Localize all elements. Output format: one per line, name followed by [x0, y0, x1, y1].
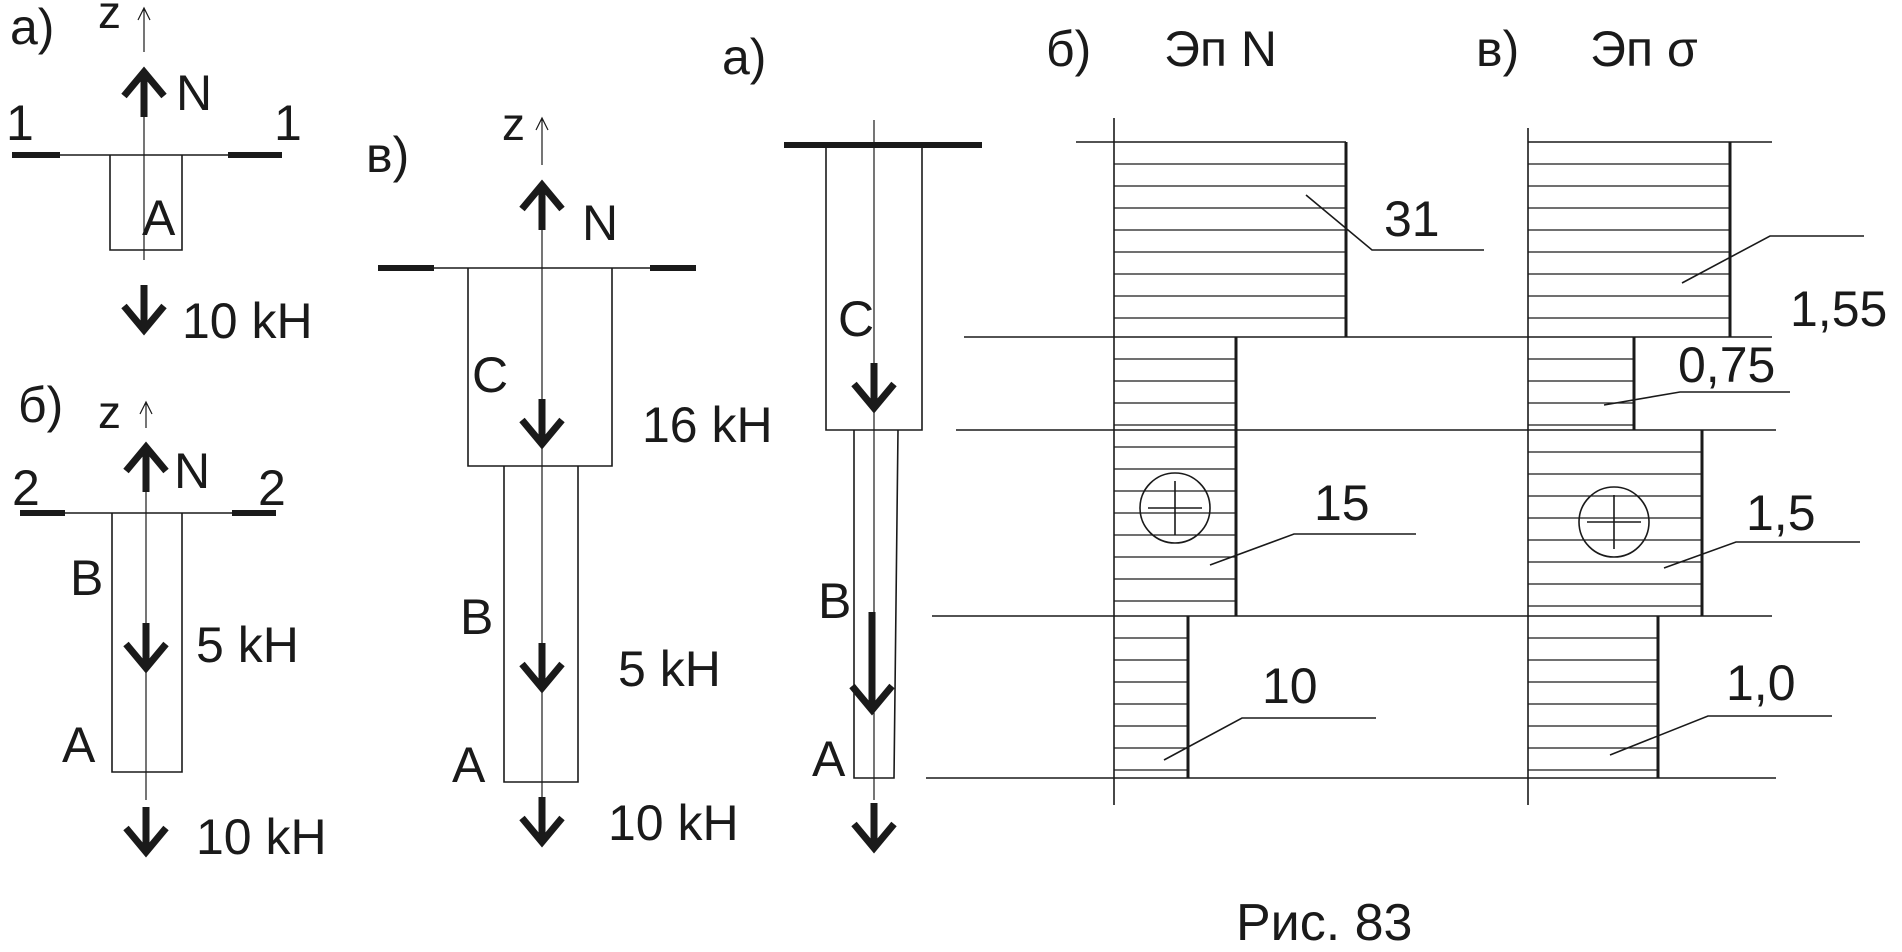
epure-sigma-leader-3 — [1663, 541, 1860, 569]
scheme-a-load-arrow — [124, 285, 164, 330]
epure-sigma-plus-cross — [1587, 495, 1641, 549]
scheme-v-z-axis — [535, 116, 549, 165]
epure-n-hatching — [1114, 163, 1346, 771]
scheme-b-load-mid-arrow — [126, 623, 166, 668]
scheme-a-z-axis — [137, 6, 151, 52]
epure-sigma-leader-1 — [1681, 235, 1864, 284]
scheme-a-rod — [109, 155, 183, 251]
scheme-b: б) z N 2 2 B 5 kH A 10 kH — [12, 377, 327, 865]
epure-n-tag: б) — [1046, 21, 1091, 77]
scheme-b-load-bottom: 10 kH — [196, 809, 327, 865]
bar-point-c: C — [838, 291, 874, 347]
scheme-v-tag: в) — [366, 127, 409, 183]
epure-n-leader-2 — [1209, 533, 1416, 566]
scheme-a-tag: а) — [10, 0, 54, 55]
epure-sigma-leader-2 — [1603, 391, 1790, 406]
epure-sigma-tag: в) — [1476, 21, 1519, 77]
scheme-v-force-label: N — [582, 195, 618, 251]
scheme-b-rod — [111, 513, 183, 773]
scheme-v-load-a-arrow — [522, 797, 562, 842]
scheme-a-axis-label: z — [98, 0, 121, 38]
scheme-b-load-mid: 5 kH — [196, 617, 299, 673]
epure-n-leader-3 — [1163, 717, 1376, 761]
scheme-v-load-c: 16 kH — [642, 397, 773, 453]
bar-load-b-arrow — [849, 612, 895, 716]
bar-point-a: A — [812, 731, 846, 787]
scheme-a-section-left: 1 — [6, 95, 34, 151]
figure-caption: Рис. 83 — [1236, 894, 1412, 947]
scheme-v-axis-label: z — [502, 98, 525, 150]
epure-sigma-plus-icon — [1578, 486, 1650, 558]
epure-n-leader-1 — [1305, 194, 1484, 251]
scheme-v-upper-rod — [467, 268, 613, 467]
epure-sigma-value-3: 1,5 — [1746, 485, 1816, 541]
scheme-a-load: 10 kH — [182, 293, 313, 349]
scheme-v-load-b: 5 kH — [618, 641, 721, 697]
scheme-a: а) z N 1 1 A 10 kH — [6, 0, 313, 349]
epure-sigma: в) Эп σ 1,55 0,75 1,5 1,0 — [1476, 21, 1887, 805]
scheme-v-point-c: C — [472, 347, 508, 403]
scheme-a-section-right: 1 — [274, 95, 302, 151]
bar-tag: а) — [722, 29, 766, 85]
scheme-v-load-c-arrow — [522, 399, 562, 444]
scheme-b-tag: б) — [18, 377, 63, 433]
epure-sigma-leader-4 — [1609, 715, 1832, 756]
scheme-v-load-a: 10 kH — [608, 795, 739, 851]
epure-n-value-2: 15 — [1314, 475, 1370, 531]
epure-sigma-title: Эп σ — [1590, 21, 1698, 77]
scheme-a-point: A — [142, 190, 176, 246]
epure-n: б) Эп N 31 15 10 — [926, 21, 1776, 805]
epure-n-value-3: 10 — [1262, 658, 1318, 714]
epure-sigma-value-2: 0,75 — [1678, 337, 1775, 393]
scheme-b-point-bottom: A — [62, 717, 96, 773]
scheme-b-force-label: N — [174, 443, 210, 499]
epure-n-value-1: 31 — [1384, 191, 1440, 247]
scheme-b-axis-label: z — [98, 386, 121, 438]
scheme-v-load-b-arrow — [522, 643, 562, 688]
scheme-v-point-b: B — [460, 589, 493, 645]
scheme-b-z-axis — [139, 400, 153, 428]
epure-n-title: Эп N — [1164, 21, 1277, 77]
epure-sigma-value-1: 1,55 — [1790, 281, 1887, 337]
bar-load-a-arrow — [854, 803, 894, 848]
scheme-b-load-bottom-arrow — [126, 807, 166, 852]
stepped-bar: а) C B A — [722, 29, 982, 848]
bar-upper-segment — [825, 148, 923, 431]
scheme-b-point-top: B — [70, 550, 103, 606]
scheme-v: в) z N C 16 kH B 5 kH A 10 kH — [366, 98, 773, 851]
scheme-a-force-label: N — [176, 65, 212, 121]
bar-load-c-arrow — [854, 363, 894, 408]
scheme-b-section-right: 2 — [258, 460, 286, 516]
epure-n-plus-icon — [1139, 472, 1211, 544]
epure-n-plus-cross — [1148, 481, 1202, 535]
scheme-b-section-left: 2 — [12, 460, 40, 516]
bar-lower-segment — [853, 429, 899, 779]
scheme-v-point-a: A — [452, 737, 486, 793]
epure-sigma-value-4: 1,0 — [1726, 655, 1796, 711]
epure-sigma-hatching — [1528, 163, 1730, 771]
bar-point-b: B — [818, 573, 851, 629]
scheme-v-lower-rod — [503, 466, 579, 783]
